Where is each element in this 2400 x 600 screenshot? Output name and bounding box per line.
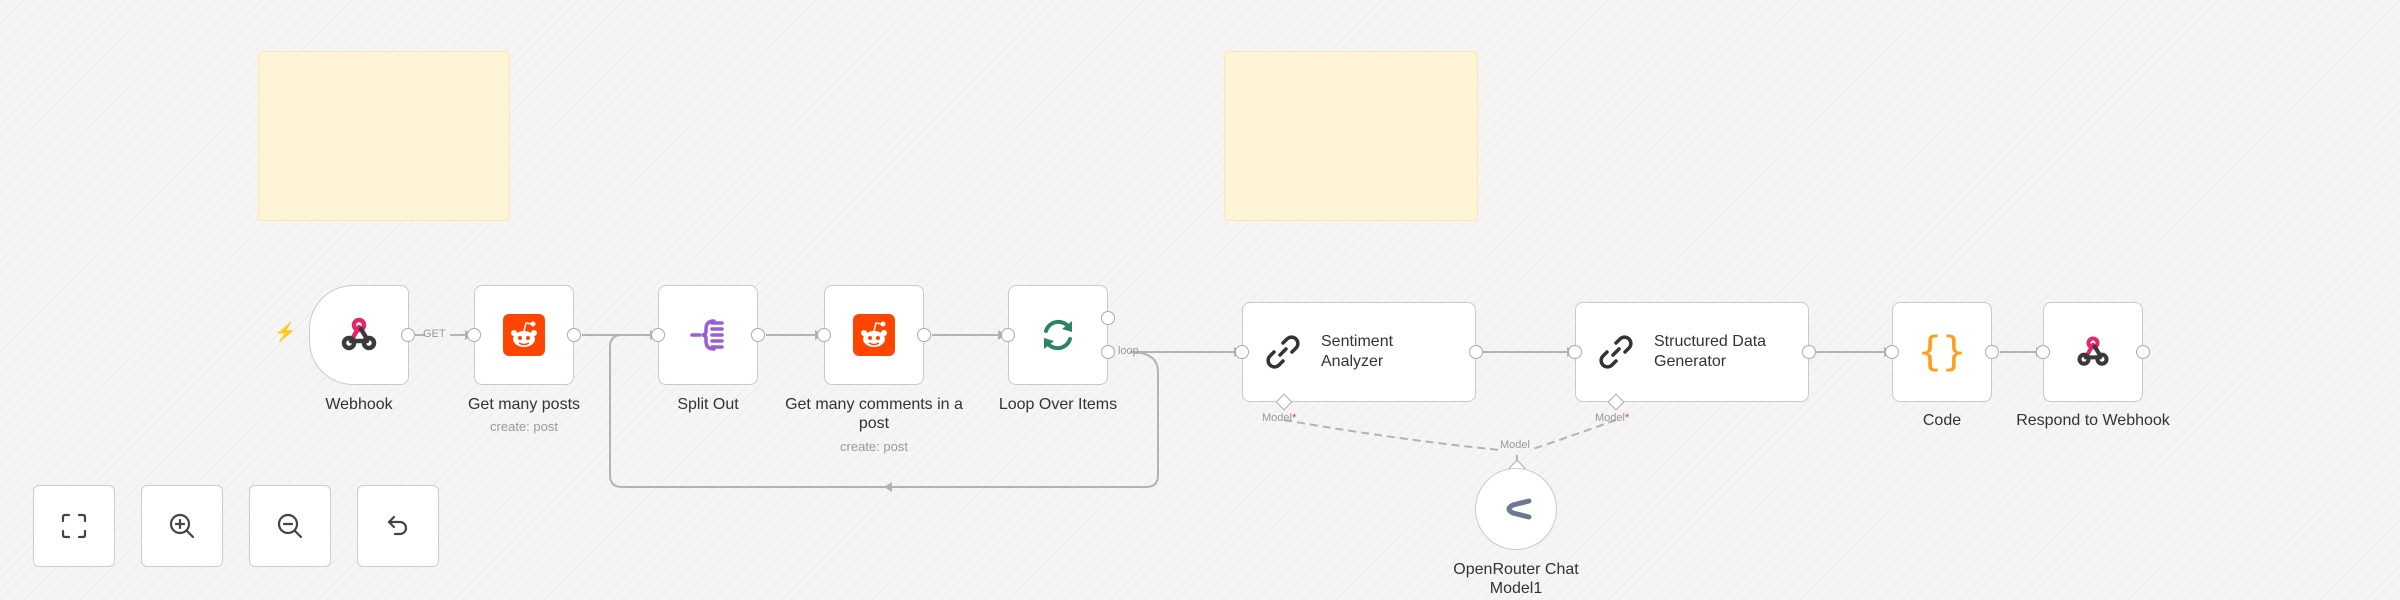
node-respond-to-webhook[interactable] bbox=[2043, 302, 2143, 402]
node-title: Loop Over Items bbox=[998, 396, 1118, 413]
reddit-icon bbox=[503, 314, 545, 356]
node-title-line: Analyzer bbox=[1321, 353, 1384, 370]
node-split-out[interactable] bbox=[658, 285, 758, 385]
loop-output-handle[interactable] bbox=[1101, 345, 1115, 359]
input-handle[interactable] bbox=[1885, 345, 1899, 359]
zoom-out-button[interactable] bbox=[249, 485, 331, 567]
node-title-line: Generator bbox=[1654, 353, 1727, 370]
output-handle[interactable] bbox=[1985, 345, 1999, 359]
output-handle[interactable] bbox=[2136, 345, 2150, 359]
node-title-line: OpenRouter Chat bbox=[1453, 561, 1579, 578]
output-handle[interactable] bbox=[1469, 345, 1483, 359]
node-code[interactable]: {} bbox=[1892, 302, 1992, 402]
node-title: Split Out bbox=[677, 396, 739, 413]
input-handle[interactable] bbox=[817, 328, 831, 342]
reddit-icon bbox=[853, 314, 895, 356]
zoom-out-icon bbox=[277, 513, 303, 539]
node-structured-data-generator[interactable]: Structured Data Generator bbox=[1575, 302, 1809, 402]
node-webhook[interactable] bbox=[309, 285, 409, 385]
done-output-handle[interactable] bbox=[1101, 311, 1115, 325]
chain-link-icon bbox=[1266, 335, 1300, 369]
output-handle[interactable] bbox=[567, 328, 581, 342]
webhook-icon bbox=[2077, 336, 2109, 366]
node-get-many-posts[interactable] bbox=[474, 285, 574, 385]
input-handle[interactable] bbox=[1235, 345, 1249, 359]
node-title: Get many comments in a post bbox=[764, 395, 984, 433]
input-handle[interactable] bbox=[1568, 345, 1582, 359]
node-openrouter-chat-model[interactable] bbox=[1475, 468, 1557, 550]
node-title: Code bbox=[1922, 412, 1962, 429]
loop-icon bbox=[1044, 319, 1072, 351]
node-subtitle: create: post bbox=[840, 439, 908, 454]
webhook-icon bbox=[341, 317, 377, 351]
split-out-icon bbox=[690, 319, 724, 351]
input-handle[interactable] bbox=[651, 328, 665, 342]
input-handle[interactable] bbox=[467, 328, 481, 342]
node-title: Webhook bbox=[325, 396, 393, 413]
edge-label-loop: loop bbox=[1118, 345, 1139, 357]
node-title-line: Structured Data bbox=[1654, 333, 1767, 350]
node-get-many-comments[interactable] bbox=[824, 285, 924, 385]
model-input-label: Model* bbox=[1595, 412, 1630, 424]
zoom-in-icon bbox=[169, 513, 195, 539]
zoom-in-button[interactable] bbox=[141, 485, 223, 567]
fit-view-button[interactable] bbox=[33, 485, 115, 567]
model-output-label: Model bbox=[1500, 439, 1530, 451]
reset-zoom-button[interactable] bbox=[357, 485, 439, 567]
code-braces-icon: {} bbox=[1917, 329, 1967, 375]
node-title: Get many posts bbox=[467, 396, 581, 413]
output-handle[interactable] bbox=[917, 328, 931, 342]
node-title-line: Sentiment bbox=[1321, 333, 1394, 350]
sticky-note[interactable] bbox=[1224, 51, 1478, 221]
model-input-label: Model* bbox=[1262, 412, 1297, 424]
edge-label-get: GET bbox=[423, 328, 446, 340]
node-title: Respond to Webhook bbox=[2016, 412, 2170, 429]
input-handle[interactable] bbox=[1001, 328, 1015, 342]
trigger-bolt-icon: ⚡ bbox=[274, 322, 297, 342]
output-handle[interactable] bbox=[751, 328, 765, 342]
sticky-note[interactable] bbox=[258, 51, 510, 221]
node-title-line: Get many comments in a bbox=[785, 396, 963, 413]
undo-icon bbox=[387, 515, 408, 536]
input-handle[interactable] bbox=[2036, 345, 2050, 359]
openrouter-icon bbox=[1506, 498, 1532, 520]
output-handle[interactable] bbox=[1802, 345, 1816, 359]
fit-view-icon bbox=[61, 513, 87, 539]
node-subtitle: create: post bbox=[490, 419, 558, 434]
node-sentiment-analyzer[interactable]: Sentiment Analyzer bbox=[1242, 302, 1476, 402]
node-title: OpenRouter Chat Model1 bbox=[1416, 560, 1616, 598]
output-handle[interactable] bbox=[401, 328, 415, 342]
node-title-line: post bbox=[858, 415, 890, 432]
node-title-line: Model1 bbox=[1489, 580, 1543, 597]
node-loop-over-items[interactable] bbox=[1008, 285, 1108, 385]
node-title: Structured Data Generator bbox=[1654, 332, 1766, 372]
node-title: Sentiment Analyzer bbox=[1321, 332, 1393, 372]
chain-link-icon bbox=[1599, 335, 1633, 369]
